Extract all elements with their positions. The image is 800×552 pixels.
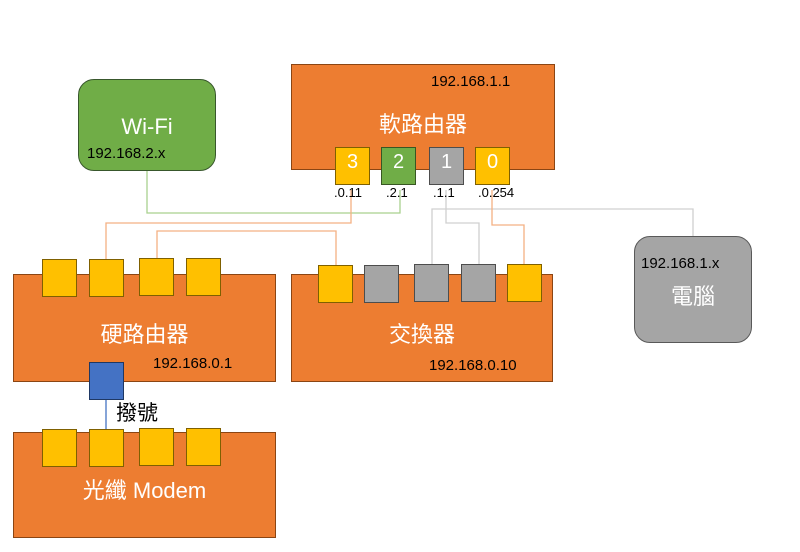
wifi-title: Wi-Fi	[121, 114, 173, 139]
soft-router-title: 軟路由器	[378, 112, 467, 137]
port-number: 1	[440, 151, 453, 173]
hard-router-lan-port-2	[89, 259, 124, 297]
port-1-address: .1.1	[433, 185, 455, 200]
soft-router-port-2: 2	[381, 147, 416, 185]
wifi-node: Wi-Fi 192.168.2.x	[78, 79, 216, 171]
computer-node: 192.168.1.x 電腦	[634, 236, 752, 343]
hard-router-ip: 192.168.0.1	[153, 355, 233, 372]
wire-gray-bus	[431, 208, 694, 264]
computer-ip: 192.168.1.x	[641, 255, 720, 272]
computer-title: 電腦	[670, 284, 715, 309]
switch-port-5	[507, 264, 542, 302]
modem-port-3	[139, 428, 174, 466]
wire-port-1-to-switch-3	[445, 190, 480, 264]
port-0-address: .0.254	[478, 185, 515, 200]
switch-port-1	[318, 265, 353, 303]
soft-router-port-0: 0	[475, 147, 510, 185]
modem-port-2	[89, 429, 124, 467]
switch-title: 交換器	[388, 322, 455, 347]
soft-router-ip: 192.168.1.1	[431, 73, 511, 90]
wifi-ip: 192.168.2.x	[87, 145, 166, 162]
switch-port-4	[461, 264, 496, 302]
soft-router-port-1: 1	[429, 147, 464, 185]
modem-port-1	[42, 429, 77, 467]
soft-router-port-3: 3	[335, 147, 370, 185]
switch-port-3	[414, 264, 449, 302]
port-3-address: .0.11	[334, 185, 362, 200]
hard-router-lan-port-1	[42, 259, 77, 297]
modem-port-4	[186, 428, 221, 466]
hard-router-lan-port-3	[139, 258, 174, 296]
wire-hard-router-to-switch	[156, 230, 337, 265]
wire-wifi-to-port-2	[146, 170, 401, 214]
hard-router-wan-port	[89, 362, 124, 400]
wire-port-3-to-hard-router	[105, 190, 352, 262]
dialup-label: 撥號	[116, 402, 158, 425]
modem-title: 光纖 Modem	[82, 478, 207, 503]
port-2-address: .2.1	[386, 185, 408, 200]
port-number: 0	[486, 151, 499, 173]
wire-port-0-to-switch-5	[491, 190, 525, 264]
hard-router-lan-port-4	[186, 258, 221, 296]
switch-port-2	[364, 265, 399, 303]
switch-ip: 192.168.0.10	[429, 357, 517, 374]
soft-router: 192.168.1.1 軟路由器	[291, 64, 555, 170]
port-number: 2	[392, 151, 405, 173]
port-number: 3	[346, 151, 359, 173]
hard-router-title: 硬路由器	[100, 322, 189, 347]
